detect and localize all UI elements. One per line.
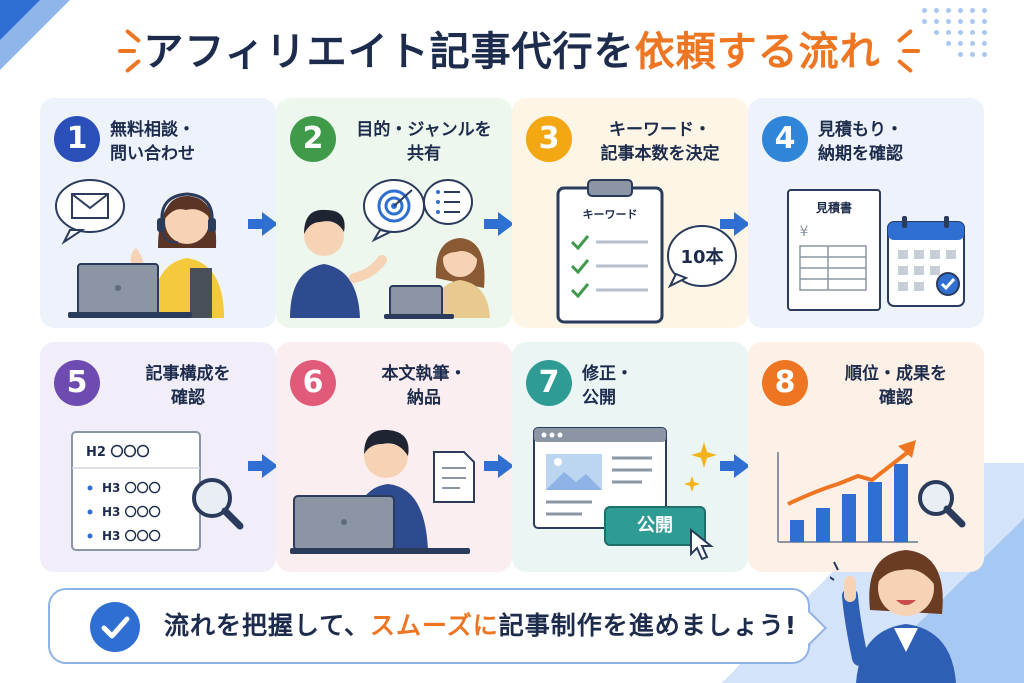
spark-right-icon — [870, 28, 920, 74]
people-talking-icon — [290, 179, 490, 319]
flow-arrow-1 — [248, 212, 278, 236]
step-title-5: 記事構成を 確認 — [145, 364, 231, 408]
step-card-5: 5 記事構成を 確認 H2 〇〇〇 H3 〇〇〇 H3 〇〇〇 H3 〇〇〇 — [40, 342, 276, 572]
sparkle-icon — [684, 442, 717, 492]
step-number-5: 5 — [54, 360, 100, 406]
outline-h3-1: H3 〇〇〇 — [102, 480, 161, 495]
step-number-1: 1 — [54, 116, 100, 162]
document-icon — [433, 451, 475, 503]
title-part1: アフィリエイト記事代行を — [143, 29, 635, 75]
step-title-2: 目的・ジャンルを 共有 — [356, 120, 492, 164]
clipboard-icon: キーワード 10本 — [556, 179, 737, 324]
check-icon — [570, 235, 648, 299]
clipboard-title: キーワード — [583, 208, 638, 221]
dot-pattern — [922, 8, 1002, 68]
laptop-icon — [68, 263, 192, 318]
step-number-4: 4 — [762, 116, 808, 162]
title-part2: 依頼する流れ — [634, 29, 881, 75]
step-number-2: 2 — [290, 116, 336, 162]
summary-text-before: 流れを把握して、 — [164, 611, 371, 640]
growth-chart-icon — [777, 440, 966, 543]
summary-text-after: 記事制作を進めましょう! — [498, 611, 798, 640]
flow-arrow-6 — [720, 454, 750, 478]
browser-window-icon — [533, 427, 717, 529]
step-number-6: 6 — [290, 360, 336, 406]
flow-arrow-5 — [484, 454, 514, 478]
outline-panel: H2 〇〇〇 H3 〇〇〇 H3 〇〇〇 H3 〇〇〇 — [71, 431, 244, 551]
step-title-8: 順位・成果を 確認 — [845, 364, 947, 408]
step-title-7: 修正・ 公開 — [582, 364, 633, 408]
step-title-4: 見積もり・ 納期を確認 — [818, 120, 903, 164]
estimate-document-icon: 見積書 ¥ — [787, 189, 965, 311]
cursor-icon — [690, 528, 714, 561]
outline-h3-2: H3 〇〇〇 — [102, 504, 161, 519]
magnifier-icon — [192, 478, 244, 530]
summary-banner: 流れを把握して、スムーズに記事制作を進めましょう! — [48, 588, 810, 664]
headset-person-icon — [55, 179, 224, 318]
guide-woman-icon — [830, 550, 956, 683]
summary-text: 流れを把握して、スムーズに記事制作を進めましょう! — [164, 590, 797, 662]
step-card-3: 3 キーワード・ 記事本数を決定 キーワード 10本 — [512, 98, 748, 328]
step-card-8: 8 順位・成果を 確認 — [748, 342, 984, 572]
estimate-doc-title: 見積書 — [815, 200, 852, 215]
step-title-1: 無料相談・ 問い合わせ — [110, 120, 195, 164]
magnifier-icon — [918, 480, 966, 528]
step-card-2: 2 目的・ジャンルを 共有 — [276, 98, 512, 328]
spark-left-icon — [118, 28, 168, 74]
checklist-icon — [423, 179, 473, 225]
step-number-7: 7 — [526, 360, 572, 406]
currency-symbol: ¥ — [800, 224, 809, 240]
step-number-3: 3 — [526, 116, 572, 162]
step-title-6: 本文執筆・ 納品 — [381, 364, 467, 408]
step-number-8: 8 — [762, 360, 808, 406]
step-card-1: 1 無料相談・ 問い合わせ — [40, 98, 276, 328]
flow-arrow-3 — [720, 212, 750, 236]
flow-arrow-4 — [248, 454, 278, 478]
keyword-count: 10本 — [680, 246, 723, 268]
step-title-3: キーワード・ 記事本数を決定 — [600, 120, 720, 164]
calendar-icon — [887, 216, 965, 307]
page-title: アフィリエイト記事代行を依頼する流れ — [0, 22, 1024, 82]
corner-decoration-inner — [0, 0, 40, 40]
check-circle-icon — [90, 602, 140, 652]
flow-arrow-2 — [484, 212, 514, 236]
writer-laptop-icon — [290, 429, 475, 554]
step-card-6: 6 本文執筆・ 納品 — [276, 342, 512, 572]
step-card-4: 4 見積もり・ 納期を確認 見積書 ¥ — [748, 98, 984, 328]
outline-h3-3: H3 〇〇〇 — [102, 528, 161, 543]
step-card-7: 7 修正・ 公開 公開 — [512, 342, 748, 572]
summary-highlight: スムーズに — [370, 611, 499, 640]
target-icon — [363, 179, 425, 243]
outline-h2: H2 〇〇〇 — [86, 444, 149, 460]
mail-bubble-icon — [55, 179, 125, 245]
publish-button[interactable]: 公開 — [604, 506, 706, 546]
